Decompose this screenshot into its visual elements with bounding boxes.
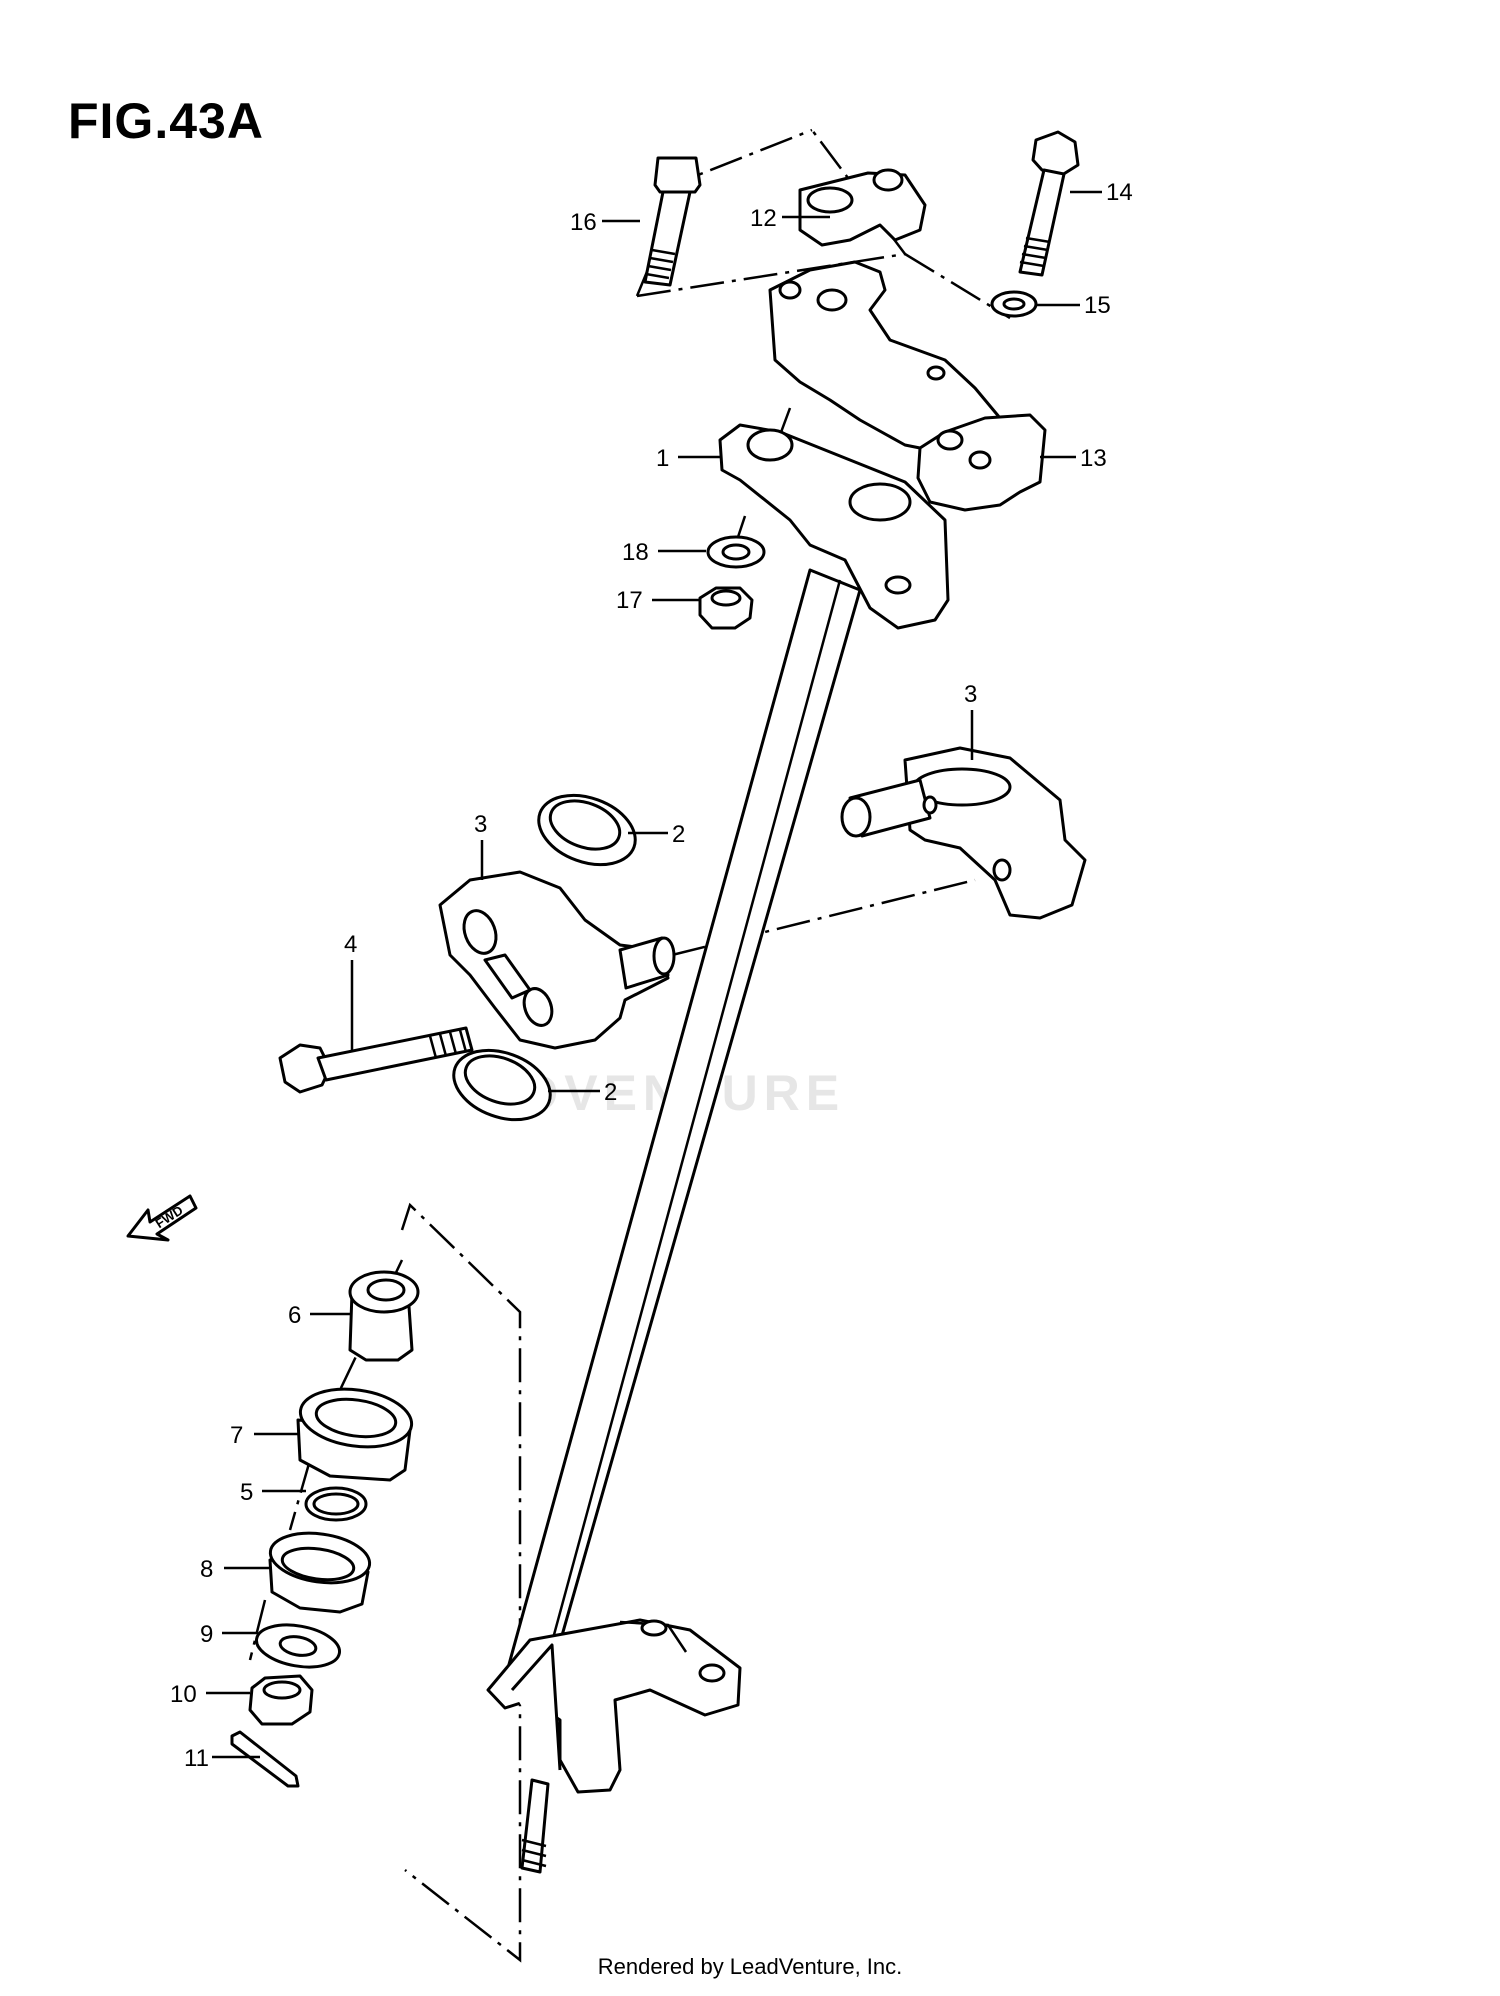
part-6-collar	[348, 1270, 420, 1362]
part-11-cotter-pin	[230, 1730, 300, 1788]
part-5-o-ring	[304, 1486, 368, 1522]
callout-labels: 16 12 14 15 1 13 18 17 3 2 3 4 2 6 7 5 8…	[170, 179, 1133, 1772]
part-1-upper-bracket	[718, 423, 950, 630]
shaft-threaded-end	[520, 1778, 550, 1874]
part-3-holder-right	[840, 746, 1087, 920]
callout-5: 5	[240, 1479, 253, 1506]
part-2-bushing-lower	[452, 1048, 552, 1122]
part-2-bushing-upper	[537, 793, 637, 867]
callout-2-lower: 2	[604, 1079, 617, 1106]
callout-1: 1	[656, 445, 669, 472]
part-8-bearing	[268, 1531, 372, 1614]
part-9-washer	[254, 1623, 342, 1669]
part-7-seal	[296, 1387, 414, 1482]
steering-shaft	[506, 568, 862, 1682]
callout-8: 8	[200, 1556, 213, 1583]
callout-11: 11	[184, 1745, 209, 1772]
callout-9: 9	[200, 1621, 213, 1648]
callout-6: 6	[288, 1302, 301, 1329]
callout-12: 12	[750, 205, 777, 232]
assembly-line-top-right	[904, 252, 1011, 320]
callout-13: 13	[1080, 445, 1107, 472]
lower-shaft-bracket	[486, 1618, 742, 1794]
callout-18: 18	[622, 539, 649, 566]
callout-14: 14	[1106, 179, 1133, 206]
part-16-bolt	[643, 156, 702, 287]
callout-16: 16	[570, 209, 597, 236]
assembly-line-lower	[400, 1202, 522, 1963]
part-17-nut	[698, 586, 754, 630]
part-12-upper-clamp	[798, 168, 927, 247]
callout-3-left: 3	[474, 811, 487, 838]
figure-title: FIG.43A	[68, 93, 264, 149]
callout-10: 10	[170, 1681, 197, 1708]
callout-7: 7	[230, 1422, 243, 1449]
callout-3-right: 3	[964, 681, 977, 708]
assembly-line-holder	[671, 878, 976, 957]
footer-credit: Rendered by LeadVenture, Inc.	[597, 1954, 903, 1979]
leader-lines	[206, 190, 1102, 1759]
fwd-arrow-icon: FWD	[126, 1194, 198, 1242]
callout-15: 15	[1084, 292, 1111, 319]
callout-4: 4	[344, 931, 357, 958]
part-18-washer	[706, 535, 766, 569]
part-13-right-clamp	[916, 413, 1047, 512]
callout-17: 17	[616, 587, 643, 614]
part-3-holder-left	[438, 870, 676, 1050]
callout-2-upper: 2	[672, 821, 685, 848]
part-10-castle-nut	[248, 1674, 314, 1726]
part-14-bolt	[1018, 130, 1080, 277]
part-4-long-bolt	[278, 1026, 474, 1094]
part-15-lock-washer	[990, 290, 1038, 318]
